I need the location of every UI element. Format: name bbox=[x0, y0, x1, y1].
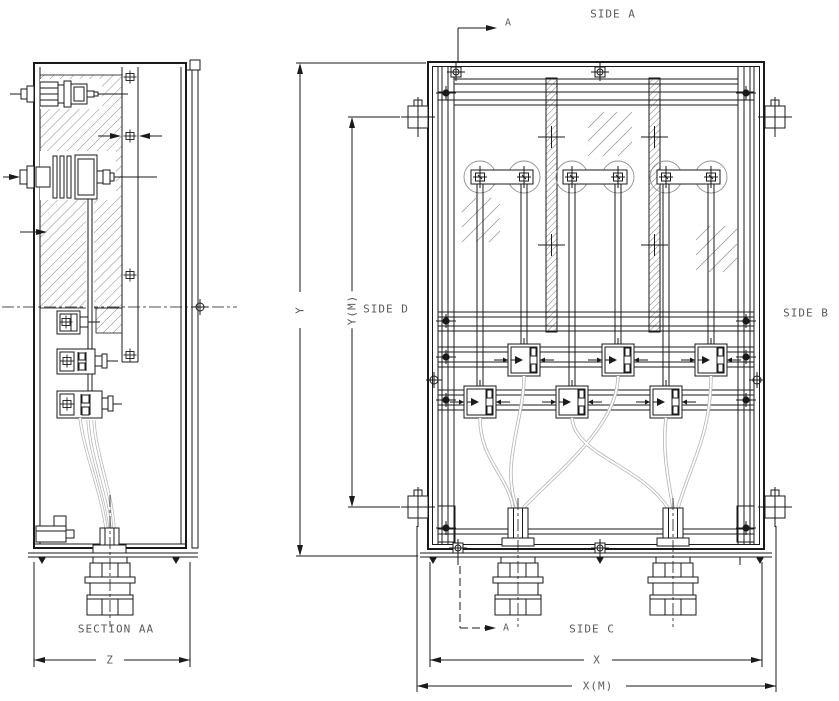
enclosure-frame bbox=[420, 61, 772, 565]
side-d-label: SIDE D bbox=[363, 302, 409, 316]
dim-z-label: Z bbox=[103, 653, 117, 667]
connector-assemblies-section bbox=[56, 310, 122, 419]
section-view bbox=[2, 59, 237, 627]
section-view-title: SECTION AA bbox=[77, 622, 155, 636]
section-cut-marker-top: A bbox=[504, 17, 512, 29]
dim-ym-label: Y(M) bbox=[345, 291, 359, 329]
section-cut-marker-bottom: A bbox=[502, 622, 510, 634]
side-a-label: SIDE A bbox=[590, 7, 636, 21]
busbars bbox=[538, 77, 668, 333]
conductor-bars bbox=[476, 184, 715, 387]
front-view bbox=[400, 24, 793, 632]
section-cut-indicators bbox=[457, 24, 498, 632]
side-c-label: SIDE C bbox=[569, 622, 615, 636]
top-bushing-assembly bbox=[10, 80, 128, 108]
dim-y-label: Y bbox=[293, 303, 307, 317]
middle-insulator-assembly bbox=[3, 154, 157, 200]
connector-boxes bbox=[449, 337, 742, 425]
section-cables bbox=[78, 417, 116, 529]
dimension-lines bbox=[33, 62, 777, 692]
side-b-label: SIDE B bbox=[783, 306, 829, 320]
terminal-bushings bbox=[463, 160, 728, 194]
dim-xm-label: X(M) bbox=[579, 679, 617, 693]
cable-entries bbox=[492, 498, 699, 627]
glass-reflection-marks bbox=[461, 111, 738, 273]
dim-x-label: X bbox=[590, 653, 604, 667]
